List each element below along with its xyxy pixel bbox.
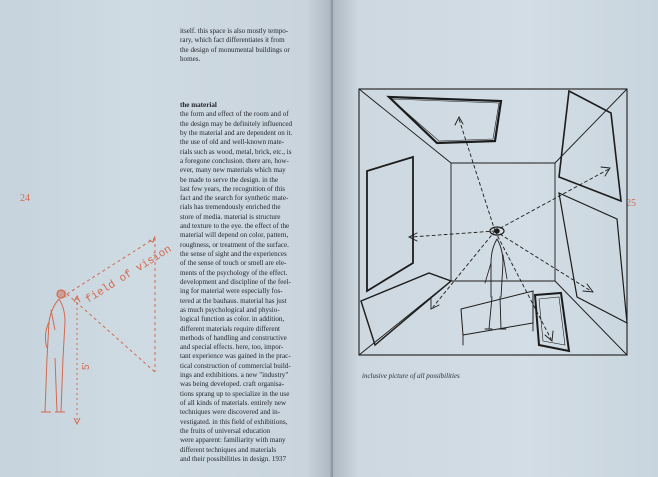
figure-caption: inclusive picture of all possibilities xyxy=(362,372,460,380)
text-line: were apparent: familiarity with many xyxy=(180,436,286,445)
text-line: of all kinds of materials. entirely new xyxy=(180,399,287,407)
section-heading: the material xyxy=(180,101,217,109)
text-line: material will depend on color, pattern, xyxy=(180,231,289,240)
text-line: rary, which fact differentiates it from xyxy=(180,36,285,45)
text-line: different techniques and materials xyxy=(180,445,277,454)
text-top-block: itself. this space is also mostly tempo-… xyxy=(180,27,308,64)
text-line: rials has tremendously enriched the xyxy=(180,203,281,212)
text-line: development and discipline of the feel- xyxy=(180,277,291,286)
text-line: store of media. material is structure xyxy=(180,212,281,221)
text-line: ings and exhibitions. a new "industry" xyxy=(180,371,289,380)
text-line: tant experience was gained in the prac- xyxy=(180,352,291,361)
text-line: vestigated. in this field of exhibitions… xyxy=(180,417,288,426)
text-line: the design of monumental buildings or xyxy=(180,45,290,54)
section-material: the material the form and effect of the … xyxy=(180,101,308,464)
field-of-vision-label: field of vision xyxy=(84,244,174,307)
height-label: 5' xyxy=(81,362,92,370)
text-line: tered at the bauhaus. material has just xyxy=(180,296,287,305)
text-line: and texture to the eye. the effect of th… xyxy=(180,222,290,231)
text-line: fact and the search for synthetic mate- xyxy=(180,194,289,203)
text-line: by the material and are dependent on it. xyxy=(180,128,293,137)
text-line: ments of the psychology of the effect. xyxy=(180,268,288,277)
text-line: tical construction of commercial build- xyxy=(180,361,291,370)
text-line: as much psychological and physio- xyxy=(180,305,280,314)
text-line: roughness, or treatment of the surface. xyxy=(180,240,289,249)
text-line: was being developed. craft organisa- xyxy=(180,380,285,389)
text-line: and their possibilities in design. 1937 xyxy=(180,454,287,463)
text-line: itself. this space is also mostly tempo- xyxy=(180,27,289,35)
left-page: 24 itself. this space is also mostly tem… xyxy=(0,0,333,477)
text-line: logical function as color. in addition, xyxy=(180,315,285,324)
text-line: and special effects. here, too, impor- xyxy=(180,343,284,352)
text-line: techniques were discovered and in- xyxy=(180,408,281,417)
text-line: homes. xyxy=(180,54,201,63)
text-line: of the sense of touch or smell are ele- xyxy=(180,259,287,268)
text-line: the fruits of universal education xyxy=(180,426,271,435)
field-of-vision-figure: field of vision 5' xyxy=(41,235,174,426)
text-line: the design may be definitely influenced xyxy=(180,119,293,128)
page-number-right: 25 xyxy=(626,198,636,209)
text-line: the use of old and well-known mate- xyxy=(180,138,285,147)
text-line: tions sprang up to specialize in the use xyxy=(180,389,290,398)
text-line: last few years, the recognition of this xyxy=(180,184,285,193)
text-line: the sense of sight and the experiences xyxy=(180,250,287,258)
text-line: the form and effect of the room and of xyxy=(180,110,289,119)
text-line: be made to serve the design. in the xyxy=(180,175,279,184)
text-line: different materials require different xyxy=(180,324,280,333)
text-line: methods of handling and constructive xyxy=(180,333,287,342)
right-page: 25 xyxy=(333,0,658,477)
text-line: ever, many new materials which may xyxy=(180,166,286,175)
text-line: a foregone conclusion. there are, how- xyxy=(180,156,289,165)
page-number-left: 24 xyxy=(20,193,30,204)
text-line: ing for material were especially fos- xyxy=(180,287,283,296)
room-perspective-figure xyxy=(358,88,628,356)
text-line: rials such as wood, metal, brick, etc., … xyxy=(180,147,292,156)
